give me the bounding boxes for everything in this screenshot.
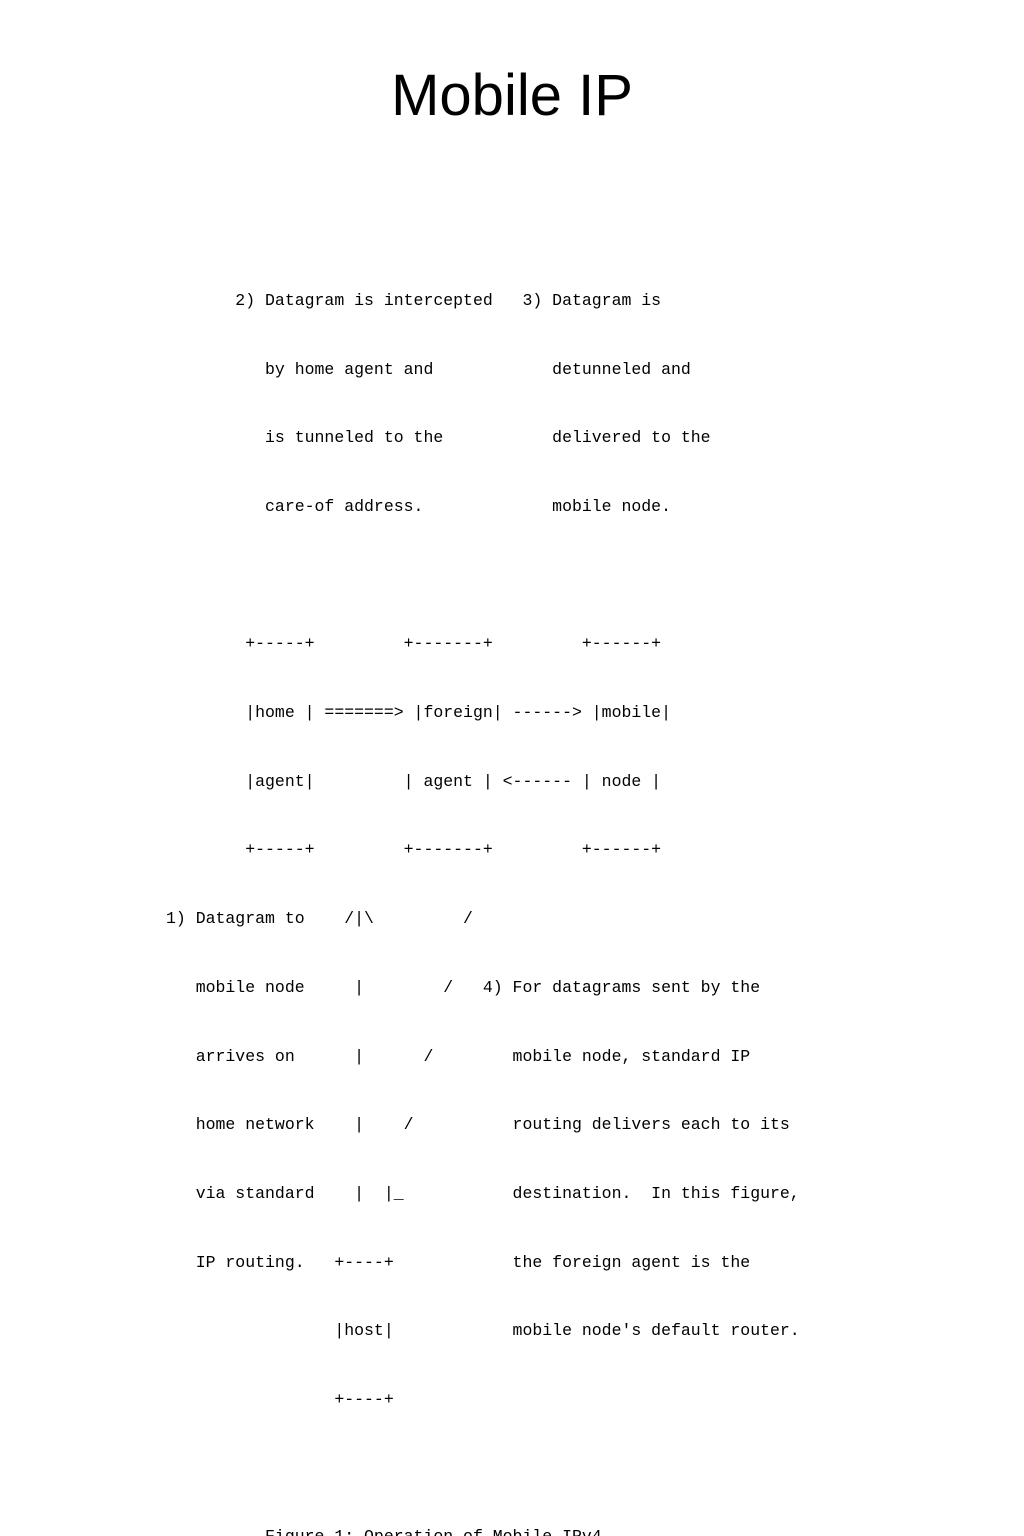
diagram-line: by home agent and detunneled and <box>166 359 691 379</box>
diagram-line: |agent| | agent | <------ | node | <box>166 771 662 791</box>
diagram-line: arrives on | / mobile node, standard IP <box>166 1046 751 1066</box>
diagram-line <box>166 565 800 588</box>
diagram-line: |home | =======> |foreign| ------> |mobi… <box>166 703 671 723</box>
diagram-line: IP routing. +----+ the foreign agent is … <box>166 1252 751 1272</box>
mobile-ip-ascii-diagram: 2) Datagram is intercepted 3) Datagram i… <box>166 244 800 1536</box>
diagram-line: is tunneled to the delivered to the <box>166 428 711 448</box>
diagram-line <box>166 1458 800 1481</box>
diagram-line: via standard | |_ destination. In this f… <box>166 1183 800 1203</box>
diagram-line: home network | / routing delivers each t… <box>166 1115 790 1135</box>
diagram-line: +----+ <box>166 1390 394 1410</box>
slide-title: Mobile IP <box>391 63 633 128</box>
diagram-line: +-----+ +-------+ +------+ <box>166 634 662 654</box>
diagram-line: +-----+ +-------+ +------+ <box>166 840 662 860</box>
diagram-line: 2) Datagram is intercepted 3) Datagram i… <box>166 290 662 310</box>
diagram-line: |host| mobile node's default router. <box>166 1321 800 1341</box>
diagram-line: mobile node | / 4) For datagrams sent by… <box>166 977 761 997</box>
diagram-line: care-of address. mobile node. <box>166 496 671 516</box>
figure-caption: Figure 1: Operation of Mobile IPv4 <box>166 1526 800 1536</box>
diagram-line: 1) Datagram to /|\ / <box>166 909 473 929</box>
